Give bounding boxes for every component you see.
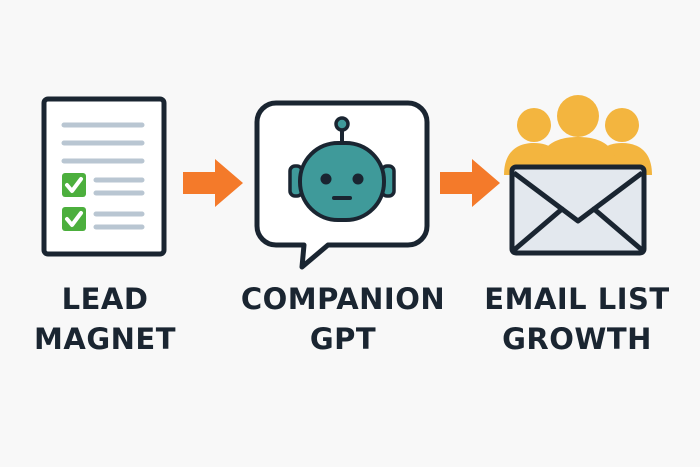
arrow-right-icon <box>183 159 245 212</box>
step-label-email-list-growth: EMAIL LIST GROWTH <box>474 279 680 359</box>
step-label-line: MAGNET <box>34 322 176 356</box>
step-label-lead-magnet: LEAD MAGNET <box>20 279 190 359</box>
step-label-line: GPT <box>309 322 377 356</box>
step-label-line: EMAIL LIST <box>484 282 670 316</box>
robot-chat-bubble-icon <box>254 100 430 275</box>
arrow-right-icon <box>440 159 502 212</box>
step-label-line: GROWTH <box>502 322 652 356</box>
step-label-line: LEAD <box>61 282 149 316</box>
step-label-companion-gpt: COMPANION GPT <box>236 279 450 359</box>
document-checklist-icon <box>40 95 168 264</box>
step-label-line: COMPANION <box>240 282 446 316</box>
envelope-people-icon <box>502 95 654 264</box>
